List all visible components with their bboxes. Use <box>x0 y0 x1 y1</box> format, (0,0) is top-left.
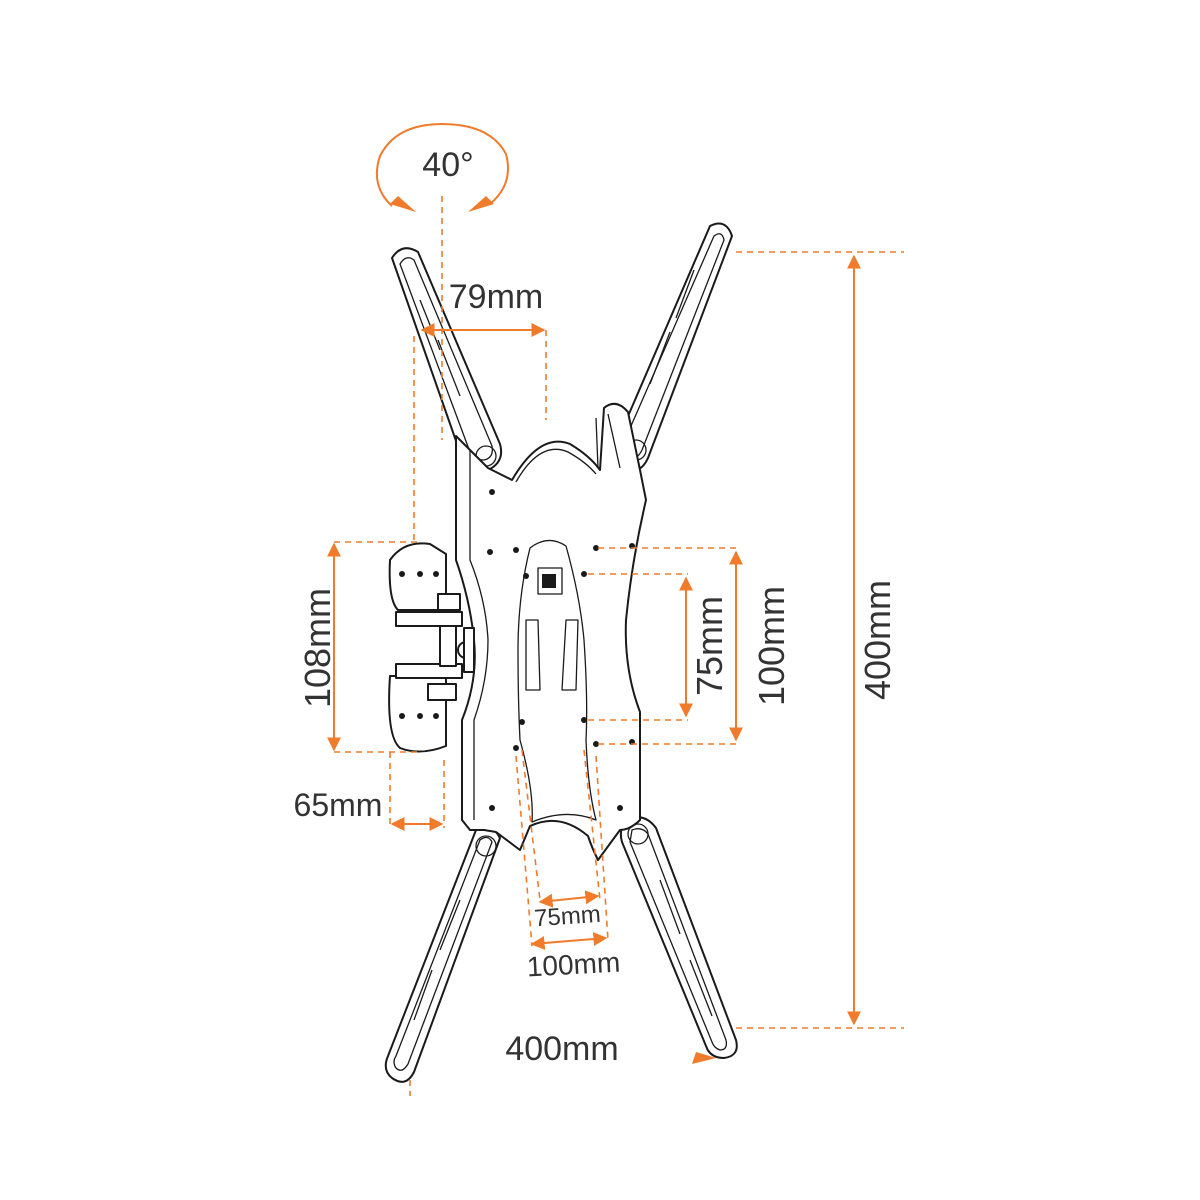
vesa-100-vertical-dimension: 100mm <box>598 547 792 745</box>
vesa-400-horizontal-dimension: 400mm <box>409 1030 716 1096</box>
vesa-75-vertical-dimension: 75mm <box>588 573 730 721</box>
vesa-100-horizontal-dimension: 100mm <box>515 755 621 983</box>
vesa-75-vertical-label: 75mm <box>689 596 730 696</box>
wall-distance-dimension: 65mm <box>294 752 445 831</box>
wall-plate-height-dimension: 108mm <box>297 541 420 753</box>
arm-lower-right <box>619 816 738 1059</box>
center-plate <box>455 402 647 861</box>
arm-lower-left <box>384 826 501 1083</box>
dimensions: 40° 79mm 108mm 65mm 75mm <box>294 122 904 1096</box>
swivel-angle-label: 40° <box>422 146 473 184</box>
wall-bracket <box>388 542 475 753</box>
arm-offset-label: 79mm <box>449 278 543 316</box>
wall-plate-height-label: 108mm <box>297 588 338 708</box>
vesa-100-horizontal-label: 100mm <box>526 947 621 983</box>
vesa-75-horizontal-label: 75mm <box>533 901 601 933</box>
vesa-400-horizontal-label: 400mm <box>505 1030 618 1068</box>
vesa-100-vertical-label: 100mm <box>751 586 792 706</box>
vesa-400-vertical-dimension: 400mm <box>736 251 904 1029</box>
wall-distance-label: 65mm <box>294 787 383 823</box>
swivel-dimension: 40° <box>376 122 509 440</box>
vesa-400-vertical-label: 400mm <box>857 580 898 700</box>
mount-drawing <box>384 222 738 1083</box>
arm-offset-dimension: 79mm <box>413 278 547 540</box>
vesa-75-horizontal-dimension: 75mm <box>521 749 602 933</box>
